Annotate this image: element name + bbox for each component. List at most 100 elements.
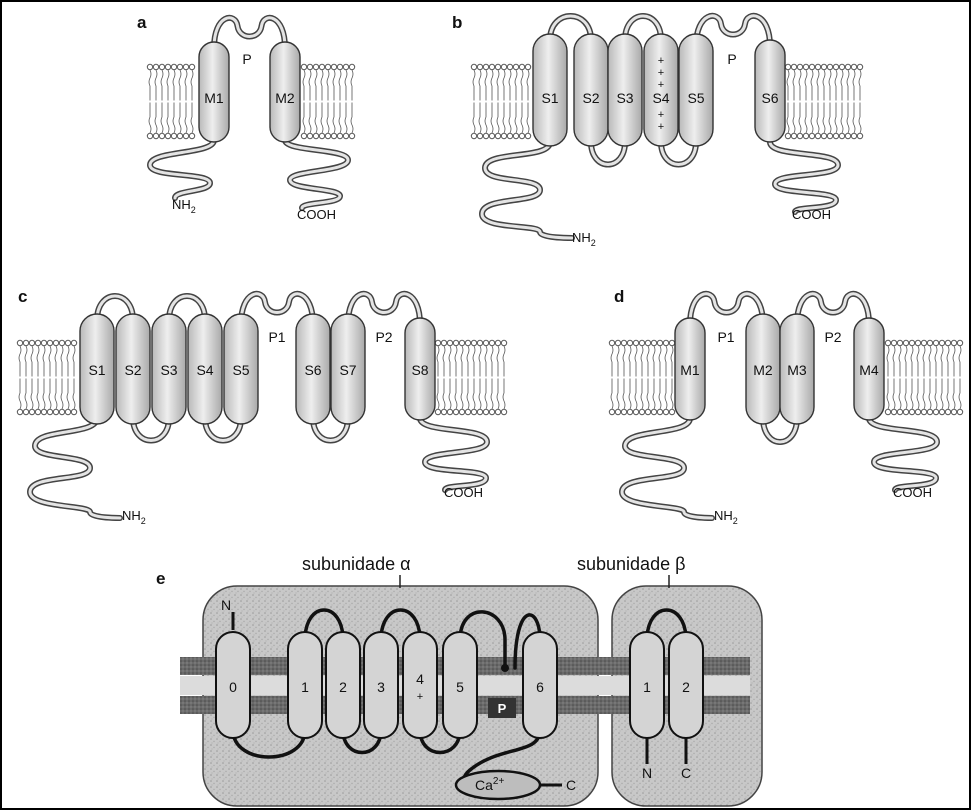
lipid-tail	[479, 103, 481, 134]
segment-label: M1	[680, 362, 700, 378]
lipid-bilayer	[885, 340, 962, 414]
lipid-head	[65, 340, 70, 345]
lipid-tail	[443, 379, 445, 410]
segment-label: S5	[232, 362, 249, 378]
lipid-head	[885, 409, 890, 414]
lipid-tail	[479, 346, 481, 377]
lipid-head	[183, 133, 188, 138]
lipid-tail	[327, 103, 329, 134]
lipid-head	[615, 340, 620, 345]
lipid-tail	[941, 379, 943, 410]
lipid-head	[839, 64, 844, 69]
lipid-head	[35, 340, 40, 345]
segment-label: S4	[652, 90, 669, 106]
lipid-tail	[629, 379, 631, 410]
lipid-head	[489, 64, 494, 69]
lipid-head	[615, 409, 620, 414]
pore-label: P	[242, 51, 251, 67]
lipid-head	[525, 64, 530, 69]
lipid-head	[609, 409, 614, 414]
lipid-head	[447, 340, 452, 345]
lipid-tail	[61, 346, 63, 377]
lipid-tail	[859, 70, 861, 101]
lipid-tail	[333, 70, 335, 101]
lipid-tail	[899, 346, 901, 377]
lipid-tail	[811, 70, 813, 101]
pore-dot	[501, 664, 509, 672]
loop-outer	[214, 18, 285, 48]
lipid-head	[177, 64, 182, 69]
lipid-head	[301, 133, 306, 138]
lipid-head	[663, 409, 668, 414]
lipid-tail	[161, 70, 163, 101]
lipid-head	[159, 64, 164, 69]
lipid-tail	[841, 103, 843, 134]
lipid-head	[501, 64, 506, 69]
lipid-head	[951, 340, 956, 345]
pore-label: P2	[375, 329, 392, 345]
lipid-tail	[61, 379, 63, 410]
lipid-head	[501, 340, 506, 345]
lipid-head	[489, 340, 494, 345]
segment-label: S8	[411, 362, 428, 378]
lipid-head	[165, 64, 170, 69]
lipid-head	[465, 340, 470, 345]
lipid-head	[815, 64, 820, 69]
segment-label: S5	[687, 90, 704, 106]
lipid-tail	[473, 346, 475, 377]
lipid-tail	[19, 346, 21, 377]
segment-label: 4	[416, 671, 424, 687]
lipid-head	[933, 340, 938, 345]
lipid-tail	[315, 103, 317, 134]
lipid-tail	[941, 346, 943, 377]
lipid-tail	[829, 103, 831, 134]
lipid-head	[337, 64, 342, 69]
lipid-head	[833, 64, 838, 69]
lipid-tail	[321, 103, 323, 134]
lipid-tail	[73, 379, 75, 410]
panel-letter-b: b	[452, 13, 462, 32]
lipid-tail	[497, 379, 499, 410]
panel-letter-e: e	[156, 569, 165, 588]
lipid-head	[441, 409, 446, 414]
lipid-tail	[327, 70, 329, 101]
segment-label: M2	[275, 90, 295, 106]
lipid-head	[41, 409, 46, 414]
lipid-head	[827, 133, 832, 138]
charge-plus: +	[658, 121, 664, 133]
lipid-tail	[929, 346, 931, 377]
lipid-tail	[351, 103, 353, 134]
lipid-tail	[665, 379, 667, 410]
lipid-tail	[455, 346, 457, 377]
lipid-tail	[443, 346, 445, 377]
lipid-tail	[947, 346, 949, 377]
lipid-head	[791, 133, 796, 138]
lipid-head	[513, 64, 518, 69]
lipid-head	[471, 133, 476, 138]
segment-label: S4	[196, 362, 213, 378]
lipid-head	[621, 409, 626, 414]
lipid-tail	[467, 379, 469, 410]
lipid-tail	[799, 70, 801, 101]
lipid-head	[945, 340, 950, 345]
lipid-tail	[67, 379, 69, 410]
lipid-tail	[953, 346, 955, 377]
lipid-tail	[485, 70, 487, 101]
lipid-head	[477, 133, 482, 138]
lipid-head	[957, 340, 962, 345]
lipid-head	[59, 409, 64, 414]
lipid-tail	[321, 70, 323, 101]
lipid-tail	[653, 379, 655, 410]
lipid-tail	[155, 70, 157, 101]
segment-label: M3	[787, 362, 807, 378]
lipid-head	[519, 64, 524, 69]
lipid-tail	[473, 103, 475, 134]
lipid-head	[797, 64, 802, 69]
lipid-head	[909, 409, 914, 414]
lipid-tail	[455, 379, 457, 410]
lipid-tail	[527, 70, 529, 101]
lipid-tail	[817, 103, 819, 134]
segment-label: 2	[682, 679, 690, 695]
lipid-tail	[509, 103, 511, 134]
lipid-tail	[905, 346, 907, 377]
